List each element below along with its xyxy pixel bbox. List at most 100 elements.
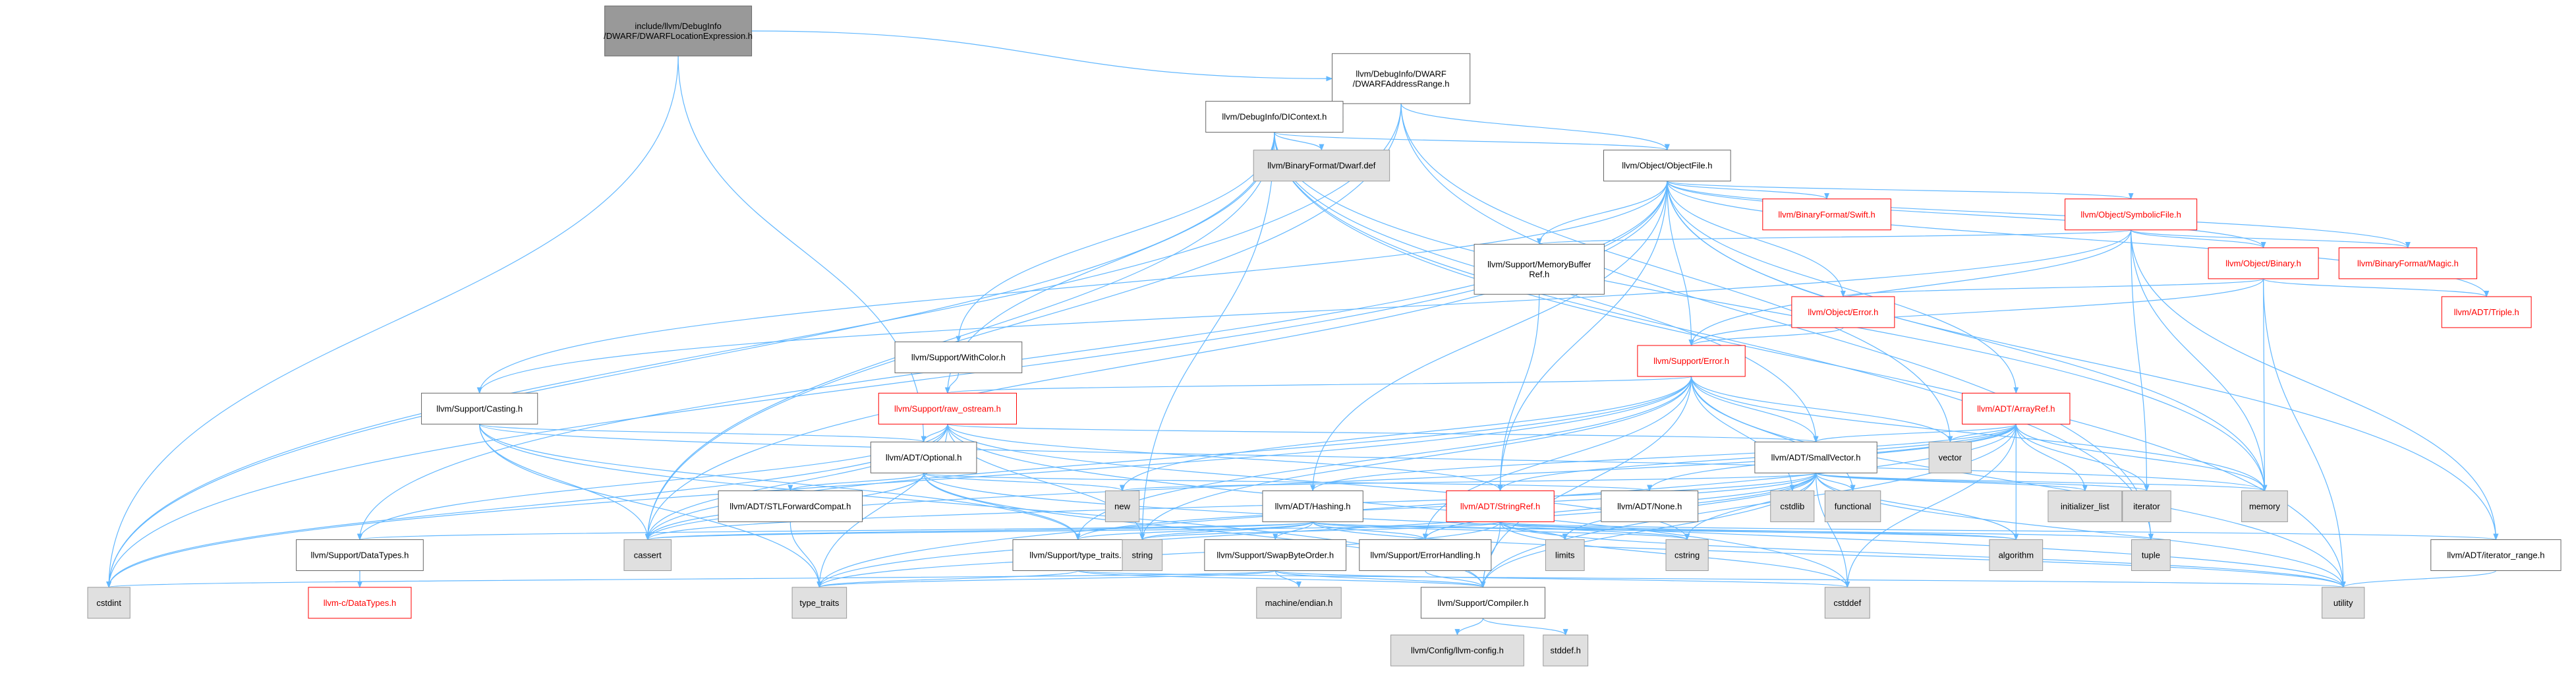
- node-box: [1762, 198, 1891, 231]
- node-none[interactable]: llvm/ADT/None.h: [1601, 490, 1699, 522]
- edge-hashing-to-swapbyteorder: [1273, 521, 1313, 541]
- node-label: /DWARF/DWARFLocationExpression.h: [604, 31, 753, 41]
- node-label: llvm/Object/Error.h: [1808, 307, 1878, 317]
- edge-casting-to-typetraitsh: [479, 424, 1081, 541]
- edges-layer: [106, 30, 2499, 636]
- node-smallvector[interactable]: llvm/ADT/SmallVector.h: [1754, 441, 1877, 473]
- node-box: [1601, 490, 1699, 522]
- node-label: llvm/ADT/STLForwardCompat.h: [730, 501, 851, 511]
- node-label: llvm/ADT/Hashing.h: [1275, 501, 1351, 511]
- node-optional[interactable]: llvm/ADT/Optional.h: [870, 441, 977, 473]
- node-label: cstddef: [1833, 598, 1861, 608]
- edge-swapbyteorder-to-compiler: [1274, 570, 1486, 588]
- node-box: [1204, 539, 1347, 572]
- node-arrayref[interactable]: llvm/ADT/ArrayRef.h: [1962, 392, 2071, 425]
- edge-supporterror-to-utility: [1690, 376, 2346, 588]
- edge-typetraitsh-to-typetraits: [816, 570, 1079, 588]
- node-cassert: cassert: [623, 539, 672, 572]
- edge-rawostream-to-smallvector: [947, 423, 1818, 443]
- node-label: llvm/ADT/Optional.h: [886, 452, 962, 462]
- node-cstddef: cstddef: [1824, 587, 1870, 619]
- node-box: [2122, 490, 2171, 522]
- node-swapbyteorder[interactable]: llvm/Support/SwapByteOrder.h: [1204, 539, 1347, 572]
- node-cstring: cstring: [1665, 539, 1709, 572]
- node-label: llvm/Support/raw_ostream.h: [894, 403, 1001, 413]
- node-stlforward[interactable]: llvm/ADT/STLForwardCompat.h: [718, 490, 863, 522]
- node-objectfile[interactable]: llvm/Object/ObjectFile.h: [1603, 150, 1731, 182]
- edge-symbolicfile-to-iteratorrange: [2131, 229, 2499, 541]
- node-withcolor[interactable]: llvm/Support/WithColor.h: [894, 342, 1023, 374]
- node-iterator: iterator: [2122, 490, 2171, 522]
- node-binary[interactable]: llvm/Object/Binary.h: [2208, 247, 2319, 280]
- edge-objectfile-to-supporterror: [1667, 181, 1694, 347]
- node-supporterror[interactable]: llvm/Support/Error.h: [1637, 345, 1746, 377]
- edge-binary-to-memory: [2262, 278, 2268, 492]
- node-string: string: [1122, 539, 1163, 572]
- edge-smallvector-to-functional: [1815, 473, 1856, 492]
- node-compiler[interactable]: llvm/Support/Compiler.h: [1420, 587, 1545, 619]
- node-box: [87, 587, 130, 619]
- node-label: llvm/Support/Casting.h: [436, 403, 523, 413]
- node-objerror[interactable]: llvm/Object/Error.h: [1791, 296, 1895, 328]
- node-box: [1205, 101, 1344, 133]
- node-addrrange[interactable]: llvm/DebugInfo/DWARF/DWARFAddressRange.h: [1331, 53, 1471, 104]
- node-casting[interactable]: llvm/Support/Casting.h: [421, 392, 538, 425]
- node-box: [1665, 539, 1709, 572]
- edge-arrayref-to-compiler: [1480, 424, 2017, 588]
- node-llvmconfig: llvm/Config/llvm-config.h: [1390, 634, 1524, 667]
- node-box: [296, 539, 424, 572]
- edge-symbolicfile-to-iterator: [2131, 229, 2150, 492]
- edge-objectfile-to-objerror: [1667, 181, 1846, 297]
- edge-supporterror-to-smallvector: [1690, 376, 1819, 443]
- node-stringref[interactable]: llvm/ADT/StringRef.h: [1446, 490, 1555, 522]
- node-iteratorrange[interactable]: llvm/ADT/iterator_range.h: [2430, 539, 2562, 572]
- node-datatypes[interactable]: llvm/Support/DataTypes.h: [296, 539, 424, 572]
- edge-hashing-to-cassert: [645, 521, 1313, 541]
- node-errorhandling[interactable]: llvm/Support/ErrorHandling.h: [1359, 539, 1492, 572]
- node-swift[interactable]: llvm/BinaryFormat/Swift.h: [1762, 198, 1891, 231]
- node-label: cassert: [634, 551, 662, 560]
- node-box: [1824, 490, 1881, 522]
- node-label: llvm/Support/SwapByteOrder.h: [1216, 551, 1334, 560]
- edge-optional-to-stlforward: [787, 472, 925, 492]
- edge-hashing-to-errorhandling: [1312, 521, 1428, 541]
- node-magic[interactable]: llvm/BinaryFormat/Magic.h: [2338, 247, 2478, 280]
- edge-supporterror-to-cstdint: [106, 376, 1692, 588]
- edge-casting-to-optional: [479, 423, 927, 443]
- edge-dicontext-to-cstdint: [106, 132, 1275, 588]
- edge-typetraitsh-to-compiler: [1077, 570, 1485, 588]
- node-dicontext[interactable]: llvm/DebugInfo/DIContext.h: [1205, 101, 1344, 133]
- node-hashing[interactable]: llvm/ADT/Hashing.h: [1262, 490, 1363, 522]
- edge-objectfile-to-stringref: [1497, 181, 1668, 492]
- node-box: [1824, 587, 1870, 619]
- node-box: [1390, 634, 1524, 667]
- edge-stringref-to-string: [1139, 521, 1501, 541]
- edge-swapbyteorder-to-cstdint: [107, 570, 1276, 588]
- node-label: llvm/DebugInfo/DIContext.h: [1222, 112, 1327, 122]
- edge-hashing-to-typetraitsh: [1075, 521, 1313, 541]
- node-label: initializer_list: [2061, 501, 2109, 511]
- node-dwarfdef: llvm/BinaryFormat/Dwarf.def: [1253, 150, 1390, 182]
- edge-root-to-cstdint: [106, 55, 679, 588]
- edge-smallvector-to-new: [1120, 472, 1817, 492]
- edge-symbolicfile-to-casting: [476, 229, 2132, 394]
- edge-rawostream-to-cstddef: [947, 424, 1850, 588]
- node-label: llvm/ADT/Triple.h: [2454, 307, 2519, 317]
- node-box: [1256, 587, 1342, 619]
- node-triple[interactable]: llvm/ADT/Triple.h: [2441, 296, 2532, 328]
- node-typetraitsh[interactable]: llvm/Support/type_traits.h: [1012, 539, 1143, 572]
- node-label: llvm/ADT/SmallVector.h: [1771, 452, 1861, 462]
- edge-objectfile-to-cassert: [644, 181, 1668, 541]
- edge-objectfile-to-arrayref: [1667, 181, 2019, 394]
- node-box: [1543, 634, 1589, 667]
- node-cdatatypes[interactable]: llvm-c/DataTypes.h: [308, 587, 412, 619]
- edge-objerror-to-supporterror: [1688, 327, 1844, 347]
- node-label: llvm/Support/MemoryBuffer: [1487, 259, 1591, 269]
- node-label: include/llvm/DebugInfo: [635, 21, 722, 31]
- node-rawostream[interactable]: llvm/Support/raw_ostream.h: [878, 392, 1017, 425]
- node-symbolicfile[interactable]: llvm/Object/SymbolicFile.h: [2065, 198, 2198, 231]
- node-label: llvm/BinaryFormat/Magic.h: [2357, 258, 2459, 268]
- edge-root-to-addrrange: [751, 30, 1333, 82]
